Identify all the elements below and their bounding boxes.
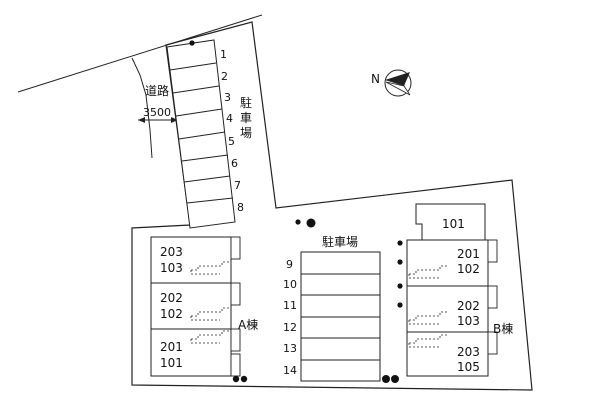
boundary-marker bbox=[397, 302, 403, 308]
balcony bbox=[487, 239, 498, 263]
unit-number: 201 bbox=[457, 247, 480, 261]
balcony bbox=[487, 331, 498, 355]
space-number: 4 bbox=[226, 112, 233, 125]
utility-marker bbox=[391, 375, 399, 383]
balcony bbox=[230, 328, 241, 352]
space-number: 6 bbox=[231, 157, 238, 170]
road-edge-line bbox=[17, 14, 263, 93]
dimension-arrow-left bbox=[138, 117, 145, 123]
utility-marker bbox=[232, 375, 240, 383]
unit-number: 102 bbox=[160, 307, 183, 321]
space-number: 10 bbox=[283, 278, 297, 291]
lower-parking-label: 駐車場 bbox=[322, 234, 358, 249]
space-number: 3 bbox=[224, 91, 231, 104]
unit-number: 101 bbox=[160, 356, 183, 370]
unit-block bbox=[150, 282, 232, 330]
unit-number: 203 bbox=[160, 245, 183, 259]
unit-block bbox=[406, 239, 489, 287]
boundary-marker bbox=[189, 40, 195, 46]
space-number: 11 bbox=[283, 299, 297, 312]
balcony bbox=[230, 353, 241, 377]
lower-parking-block bbox=[300, 251, 381, 382]
boundary-marker bbox=[397, 283, 403, 289]
site-boundary bbox=[131, 21, 533, 391]
unit-number: 103 bbox=[457, 314, 480, 328]
unit-number: 102 bbox=[457, 262, 480, 276]
space-number: 5 bbox=[228, 135, 235, 148]
utility-marker bbox=[382, 375, 390, 383]
space-number: 12 bbox=[283, 321, 297, 334]
balcony bbox=[230, 282, 241, 306]
space-number: 14 bbox=[283, 364, 297, 377]
unit-number: 203 bbox=[457, 345, 480, 359]
road-width-label: 3500 bbox=[143, 106, 171, 119]
balcony bbox=[487, 285, 498, 309]
road-edge-curve bbox=[131, 57, 153, 159]
unit-number: 101 bbox=[442, 217, 465, 231]
boundary-marker bbox=[397, 259, 403, 265]
space-number: 1 bbox=[220, 48, 227, 61]
space-number: 2 bbox=[221, 70, 228, 83]
upper-parking-label-char: 車 bbox=[240, 111, 252, 125]
stair-outlines bbox=[190, 261, 231, 344]
boundary-marker bbox=[295, 219, 301, 225]
dimension-arrow-right bbox=[171, 117, 178, 123]
balcony bbox=[230, 236, 241, 260]
upper-parking-dividers bbox=[169, 62, 234, 204]
building-b-label: B棟 bbox=[493, 321, 513, 336]
upper-parking-label-char: 場 bbox=[240, 126, 252, 140]
boundary-marker bbox=[397, 240, 403, 246]
space-number: 9 bbox=[286, 258, 293, 271]
unit-block bbox=[406, 285, 489, 333]
upper-parking-label-char: 駐 bbox=[240, 95, 252, 110]
unit-number: 201 bbox=[160, 340, 183, 354]
unit-number: 202 bbox=[160, 291, 183, 305]
unit-number: 103 bbox=[160, 261, 183, 275]
road-label: 道路 bbox=[145, 83, 169, 98]
building-a: 203 103 202 102 201 101 A棟 bbox=[150, 236, 258, 377]
unit-block bbox=[406, 331, 489, 377]
north-label: N bbox=[371, 72, 380, 86]
unit-number: 105 bbox=[457, 360, 480, 374]
space-number: 8 bbox=[237, 201, 244, 214]
north-arrow-icon: N bbox=[371, 69, 412, 97]
utility-marker bbox=[240, 375, 248, 383]
space-number: 7 bbox=[234, 179, 241, 192]
unit-number: 202 bbox=[457, 299, 480, 313]
building-b: 101 201 102 202 103 203 105 B棟 bbox=[406, 203, 513, 377]
stair-outlines bbox=[408, 265, 447, 348]
utility-marker bbox=[306, 218, 316, 228]
unit-block bbox=[150, 236, 232, 284]
unit-block bbox=[150, 328, 232, 377]
lower-parking-dividers bbox=[301, 273, 380, 361]
upper-parking-strip bbox=[166, 39, 236, 229]
building-a-label: A棟 bbox=[238, 317, 258, 332]
space-number: 13 bbox=[283, 342, 297, 355]
